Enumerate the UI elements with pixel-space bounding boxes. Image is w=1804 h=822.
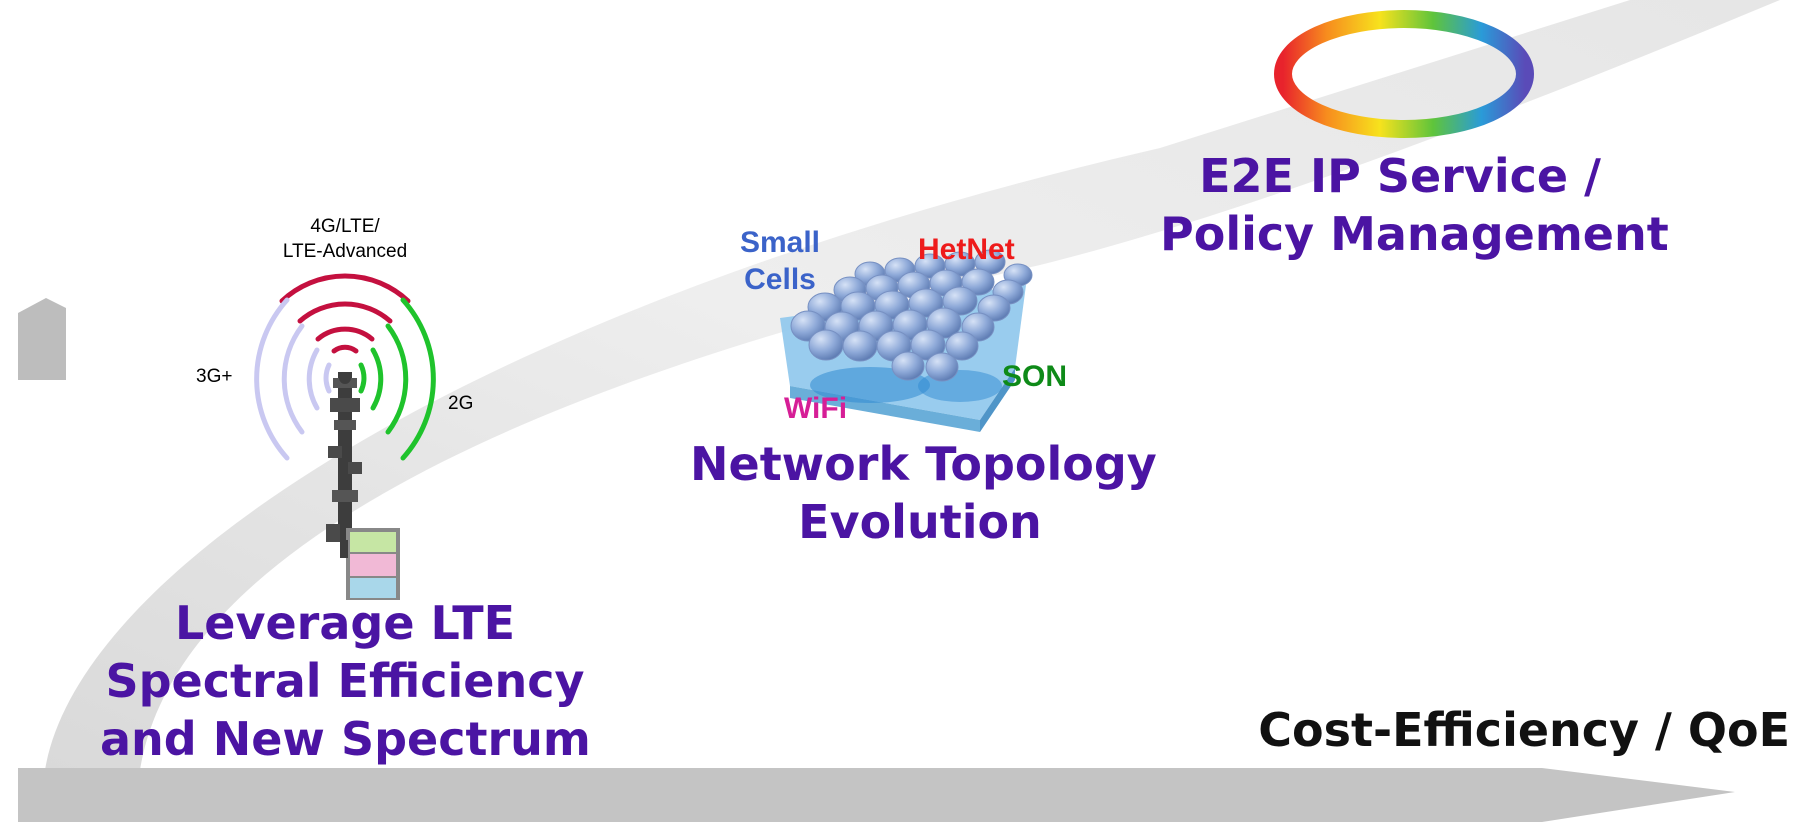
axis-label: Cost-Efficiency / QoE [1258,703,1790,757]
topology-stage-caption: Network Topology Evolution [690,435,1157,551]
small-cells-label-line-1: Small [739,226,821,259]
g3-label: 3G+ [196,366,233,387]
g3-signal-arcs [254,297,332,461]
lte-caption-line-2: Spectral Efficiency [105,654,585,708]
lte-stage-caption: Leverage LTE Spectral Efficiency and New… [100,594,591,768]
lte-signal-arcs [279,273,411,354]
lte-band-label-line-1: 4G/LTE/ [310,216,380,237]
left-edge-tab [18,298,66,380]
e2e-caption-line-1: E2E IP Service / [1199,149,1601,203]
lte-caption-line-3: and New Spectrum [100,712,591,766]
lte-caption-line-1: Leverage LTE [174,596,516,650]
topology-caption-line-2: Evolution [798,495,1042,549]
g2-signal-arcs [358,297,436,461]
e2e-stage-caption: E2E IP Service / Policy Management [1160,147,1669,263]
cell-tower-icon [326,372,400,600]
cost-efficiency-axis-arrow [18,768,1735,822]
hetnet-label: HetNet [918,233,1015,266]
lte-band-label-line-2: LTE-Advanced [282,241,408,262]
small-cells-label-line-2: Cells [744,263,816,296]
son-label: SON [1002,360,1068,393]
g2-label: 2G [448,393,474,414]
small-cells-label: Small Cells [720,224,840,298]
wifi-label: WiFi [784,392,848,425]
rainbow-ring-icon [1274,10,1534,138]
e2e-caption-line-2: Policy Management [1160,207,1669,261]
topology-caption-line-1: Network Topology [690,437,1157,491]
small-cells-cluster-icon [780,249,1033,432]
lte-band-label: 4G/LTE/ LTE-Advanced [250,214,440,264]
